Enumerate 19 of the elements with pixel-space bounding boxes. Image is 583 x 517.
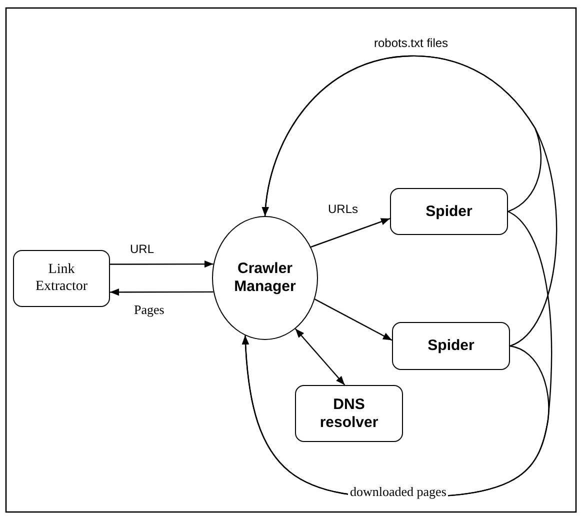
- edge-label: downloaded pages: [348, 484, 448, 500]
- arrow: [110, 260, 214, 268]
- arrow: [110, 288, 214, 296]
- node-label: Spider: [426, 202, 472, 220]
- arrow: [314, 298, 392, 341]
- component-box: [390, 188, 508, 235]
- node-label: DNS resolver: [318, 396, 380, 432]
- component-box: [392, 322, 510, 370]
- edge-label: URLs: [326, 202, 360, 216]
- edge-label: URL: [128, 242, 156, 256]
- arrow: [310, 218, 390, 248]
- component-box: [13, 250, 110, 307]
- curved-arrow: [262, 55, 558, 347]
- arrow: [294, 328, 346, 386]
- node-label: Link Extractor: [34, 262, 89, 296]
- component-box: [295, 385, 403, 442]
- edge-label: robots.txt files: [372, 36, 450, 50]
- node-label: Crawler Manager: [233, 260, 297, 296]
- node-label: Spider: [428, 337, 474, 355]
